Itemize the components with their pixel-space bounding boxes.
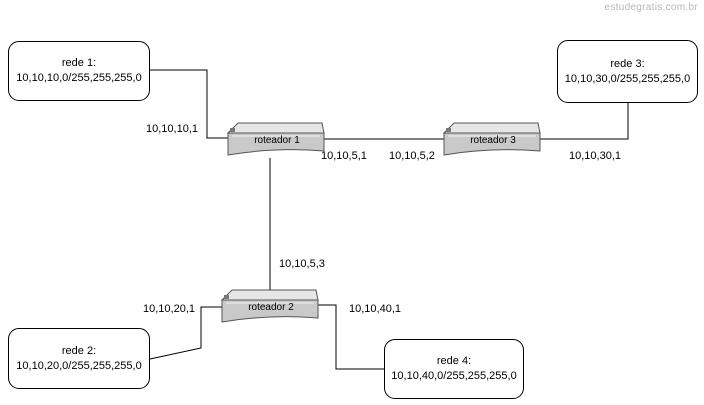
interface-ip-r3-rede3: 10,10,30,1 (569, 150, 621, 162)
network-box-rede2: rede 2: 10,10,20,0/255,255,255,0 (8, 328, 150, 389)
network-title: rede 1: (61, 57, 97, 69)
router-label: roteador 3 (470, 135, 516, 146)
interface-ip-r3-r1: 10,10,5,2 (389, 150, 435, 162)
router-roteador2: roteador 2 (220, 287, 320, 323)
link-roteador3-rede3 (536, 103, 629, 140)
network-address: 10,10,30,0/255,255,255,0 (564, 72, 691, 85)
watermark: estudegratis.com.br (604, 2, 698, 13)
interface-ip-r1-rede1: 10,10,10,1 (146, 123, 198, 135)
network-box-rede3: rede 3: 10,10,30,0/255,255,255,0 (557, 40, 698, 103)
interface-ip-r2-r1: 10,10,5,3 (279, 258, 325, 270)
network-address: 10,10,10,0/255,255,255,0 (16, 72, 142, 84)
interface-ip-r2-rede2: 10,10,20,1 (143, 303, 195, 315)
link-rede1-roteador1 (150, 69, 232, 139)
network-address: 10,10,40,0/255,255,255,0 (391, 370, 517, 382)
interface-ip-r1-r3: 10,10,5,1 (321, 150, 367, 162)
router-roteador1: roteador 1 (226, 120, 326, 156)
network-title: rede 4: (436, 355, 472, 367)
router-label: roteador 1 (254, 135, 300, 146)
router-icon (220, 289, 319, 323)
network-title: rede 2: (61, 344, 97, 357)
router-roteador3: roteador 3 (442, 120, 542, 156)
router-icon (226, 122, 325, 156)
interface-ip-r2-rede4: 10,10,40,1 (349, 303, 401, 315)
router-icon (442, 122, 541, 156)
network-address: 10,10,20,0/255,255,255,0 (16, 359, 142, 372)
network-box-rede1: rede 1: 10,10,10,0/255,255,255,0 (8, 41, 150, 101)
network-title: rede 3: (610, 57, 645, 70)
router-label: roteador 2 (248, 302, 294, 313)
link-roteador2-rede4 (316, 304, 384, 370)
network-box-rede4: rede 4: 10,10,40,0/255,255,255,0 (384, 339, 524, 399)
link-rede2-roteador2 (149, 306, 224, 360)
